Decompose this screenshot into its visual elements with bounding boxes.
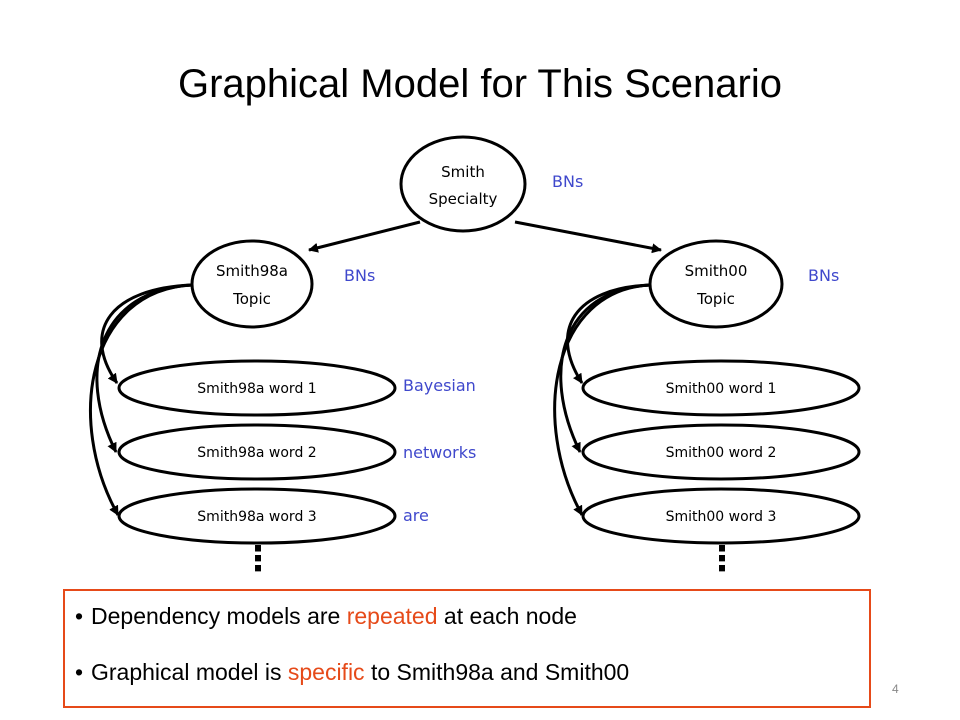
edge-root-to-smith98a — [308, 220, 421, 253]
node-smith98a-topic-label-1: Smith98a — [216, 262, 288, 280]
node-smith-specialty-label-2: Specialty — [429, 190, 498, 208]
right-ellipsis: ⋮ — [705, 539, 739, 579]
node-smith98a-word-1-label: Smith98a word 1 — [197, 381, 316, 397]
callout-bullet-1: • Dependency models are repeated at each … — [75, 603, 577, 630]
left-ellipsis: ⋮ — [241, 539, 275, 579]
word-value-2: networks — [403, 443, 476, 462]
node-smith-specialty — [399, 135, 527, 233]
bullet-2-text-after: to Smith98a and Smith00 — [364, 659, 630, 685]
edge-smith00-to-word3 — [553, 283, 651, 516]
bullet-2-highlight: specific — [287, 659, 365, 685]
annotation-smith00-bns: BNs — [808, 266, 839, 285]
bullet-dot-icon: • — [75, 659, 84, 685]
word-value-3: are — [403, 506, 429, 525]
bullet-1-text-before: Dependency models are — [91, 603, 347, 629]
annotation-root-bns: BNs — [552, 172, 583, 191]
page-number: 4 — [892, 682, 899, 696]
node-smith00-topic-label-1: Smith00 — [685, 262, 748, 280]
annotation-smith98a-bns: BNs — [344, 266, 375, 285]
node-smith00-word-1-label: Smith00 word 1 — [666, 381, 777, 397]
callout-box: • Dependency models are repeated at each … — [63, 589, 871, 708]
node-smith98a-word-2-label: Smith98a word 2 — [197, 445, 316, 461]
node-smith98a-word-2 — [117, 423, 397, 481]
bullet-dot-icon: • — [75, 603, 84, 629]
node-smith-specialty-label-1: Smith — [441, 163, 485, 181]
edge-root-to-smith00 — [514, 220, 662, 254]
node-smith00-topic-label-2: Topic — [696, 290, 735, 308]
bullet-1-highlight: repeated — [346, 603, 438, 629]
node-smith00-word-3 — [581, 487, 861, 545]
node-smith98a-topic — [190, 239, 314, 329]
bullet-2-text-before: Graphical model is — [91, 659, 288, 685]
node-smith98a-word-1 — [117, 359, 397, 417]
slide-title: Graphical Model for This Scenario — [178, 62, 782, 106]
node-smith98a-word-3-label: Smith98a word 3 — [197, 509, 316, 525]
callout-bullet-2: • Graphical model is specific to Smith98a… — [75, 659, 629, 686]
node-smith98a-topic-label-2: Topic — [232, 290, 271, 308]
node-smith00-word-2-label: Smith00 word 2 — [666, 445, 777, 461]
edge-smith98a-to-word3 — [89, 283, 193, 516]
node-smith00-word-3-label: Smith00 word 3 — [666, 509, 777, 525]
word-value-1: Bayesian — [403, 376, 476, 395]
node-smith00-topic — [648, 239, 784, 329]
bullet-1-text-after: at each node — [437, 603, 577, 629]
node-smith00-word-2 — [581, 423, 861, 481]
node-smith00-word-1 — [581, 359, 861, 417]
node-smith98a-word-3 — [117, 487, 397, 545]
